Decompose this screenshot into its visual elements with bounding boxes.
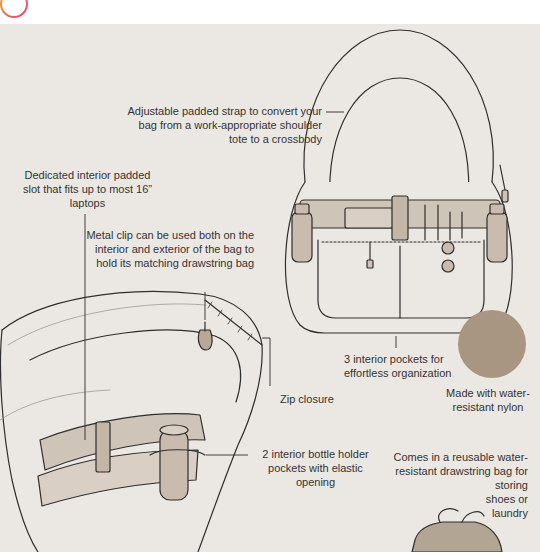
callout-text: Adjustable padded strap to convert your … <box>128 105 322 145</box>
pen <box>425 205 438 240</box>
callout-text: Comes in a reusable water-resistant draw… <box>393 451 528 519</box>
pocket-divider <box>399 246 400 318</box>
sketch-line <box>0 390 110 420</box>
callout-text: 2 interior bottle holder pockets with el… <box>262 448 368 488</box>
pocket-zip <box>322 241 480 242</box>
strap-tab <box>96 422 110 472</box>
strap-tab <box>392 196 408 240</box>
open-tote-body <box>2 291 262 552</box>
sunglasses-lens <box>442 260 454 272</box>
callout-text: Zip closure <box>280 393 334 405</box>
sketch-line <box>8 304 205 345</box>
callout-box: Made with water-resistant nylon <box>440 386 536 414</box>
wrap-spacer <box>368 478 466 538</box>
callout-text: 3 interior pockets for effortless organi… <box>344 353 451 379</box>
open-tote-side <box>0 330 38 552</box>
bottle <box>160 430 188 500</box>
laptop-sleeve <box>345 208 393 228</box>
leader-line <box>85 214 86 440</box>
clip-ring <box>204 322 205 331</box>
tote-body <box>285 182 512 333</box>
metal-clip <box>198 330 212 350</box>
bottle-cap <box>160 425 188 435</box>
bottle-cap <box>295 204 309 214</box>
sunglasses-lens <box>442 242 454 254</box>
zip-line <box>205 300 262 345</box>
callout-box: 2 interior bottle holder pockets with el… <box>248 447 383 489</box>
callout-box: 3 interior pockets for effortless organi… <box>344 352 464 380</box>
keys <box>450 212 462 240</box>
open-tote-rim <box>30 330 241 402</box>
callout-box: Comes in a reusable water-resistant draw… <box>368 450 528 538</box>
zip-pull-tab <box>367 260 373 268</box>
drawstring-bag <box>412 522 502 552</box>
zip-pull <box>502 190 508 202</box>
header-strip <box>0 0 540 24</box>
drawstring <box>439 509 484 522</box>
bottle <box>487 212 507 262</box>
leader-line <box>396 336 397 348</box>
nylon-swatch <box>458 310 526 378</box>
bottle <box>292 212 312 262</box>
front-pocket <box>318 240 484 318</box>
callout-text: Made with water-resistant nylon <box>446 387 530 413</box>
bottle-pocket <box>150 450 205 455</box>
leader-line <box>205 292 206 320</box>
avatar-ring <box>1 0 27 17</box>
zip-pull <box>369 242 370 262</box>
callout-box: Adjustable padded strap to convert your … <box>122 104 322 146</box>
callout-text: Dedicated interior padded slot that fits… <box>23 169 152 209</box>
callout-box: Zip closure <box>280 392 370 406</box>
leader-line <box>206 455 248 456</box>
callout-box: Metal clip can be used both on the inter… <box>82 228 254 270</box>
leader-line <box>326 112 344 113</box>
callout-box: Dedicated interior padded slot that fits… <box>15 168 160 210</box>
zip-teeth <box>208 302 252 340</box>
leader-line <box>262 338 270 386</box>
bottle-cap <box>490 204 504 214</box>
callout-text: Metal clip can be used both on the inter… <box>86 229 254 269</box>
